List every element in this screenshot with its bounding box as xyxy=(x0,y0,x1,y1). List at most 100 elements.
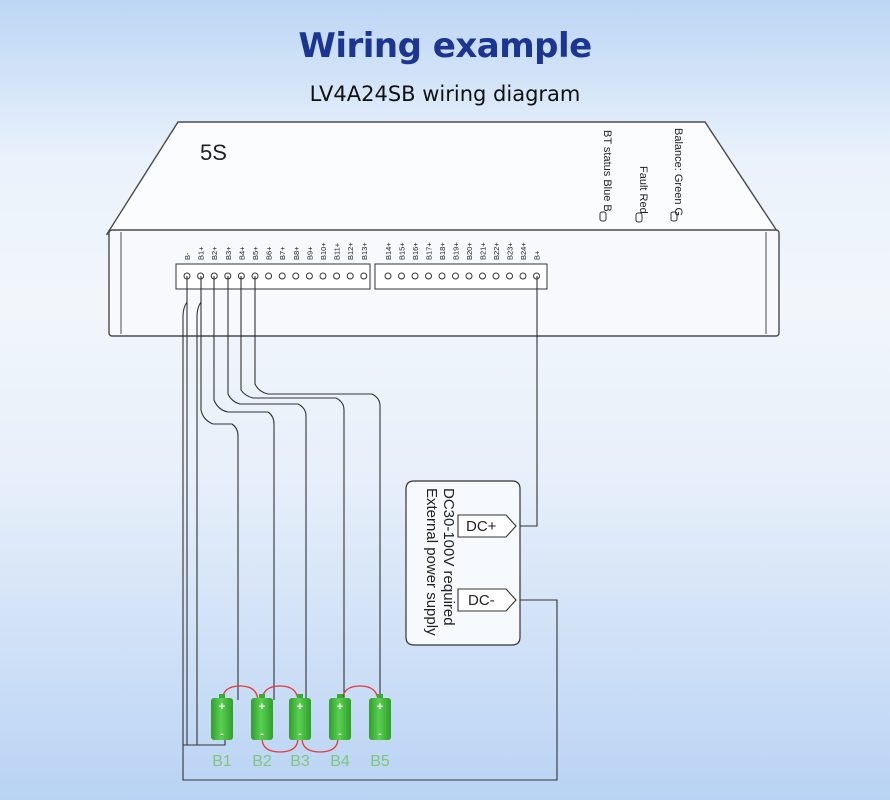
terminal-right-hole-10 xyxy=(519,272,527,280)
indicator-balance: Balance: Green G xyxy=(672,128,684,216)
indicator-balance-label: Balance: Green G xyxy=(672,128,684,216)
terminal-left-label-0: B- xyxy=(183,252,192,260)
series-link-1b xyxy=(261,737,299,753)
terminals-left: B-B1+B2+B3+B4+B5+B6+B7+B8+B9+B10+B11+B12… xyxy=(183,242,369,280)
page-title: Wiring example xyxy=(298,26,592,66)
battery-body xyxy=(289,698,311,740)
dc-minus-label: DC- xyxy=(468,592,495,609)
terminal-left-label-3: B3+ xyxy=(224,246,233,260)
terminal-left-label-1: B1+ xyxy=(197,246,206,260)
terminal-right-label-0: B14+ xyxy=(384,242,393,260)
terminal-left-label-8: B8+ xyxy=(292,246,301,260)
dc-plus-terminal xyxy=(457,514,517,538)
indicator-balance-led xyxy=(670,211,678,222)
terminal-left-hole-7 xyxy=(278,272,286,280)
battery-plus-sign: + xyxy=(297,701,303,713)
wire-b5 xyxy=(254,276,381,700)
battery-minus-sign: - xyxy=(298,728,302,740)
terminal-left-label-6: B6+ xyxy=(265,246,274,260)
battery-terminal-cap xyxy=(297,694,303,699)
battery-body xyxy=(329,698,351,740)
terminal-right-hole-7 xyxy=(479,272,486,280)
battery-terminal-cap xyxy=(219,694,225,699)
battery-label: B3 xyxy=(290,753,310,770)
terminal-left-label-9: B9+ xyxy=(305,246,314,260)
terminal-right-hole-0 xyxy=(384,272,392,280)
terminal-right-label-6: B20+ xyxy=(465,242,474,260)
terminals-right: B14+B15+B16+B17+B18+B19+B20+B21+B22+B23+… xyxy=(384,242,542,280)
power-supply-label-1: External power supply xyxy=(423,488,440,636)
cell-count-label: 5S xyxy=(200,140,227,165)
indicator-fault-label: Fault Red xyxy=(637,166,649,214)
battery-b5: + - B5 xyxy=(369,694,391,770)
balance-wires xyxy=(182,276,381,746)
terminal-right-hole-6 xyxy=(465,272,473,280)
terminal-left-label-10: B10+ xyxy=(319,242,328,260)
terminal-right-label-2: B16+ xyxy=(411,242,420,260)
indicator-bt-label: BT status Blue B xyxy=(601,130,613,212)
terminal-right-label-9: B23+ xyxy=(506,242,515,260)
terminal-left-hole-11 xyxy=(333,272,341,280)
terminal-left-label-12: B12+ xyxy=(346,242,355,260)
terminal-right-label-4: B18+ xyxy=(438,242,447,260)
battery-terminal-cap xyxy=(259,694,265,699)
terminal-left-hole-8 xyxy=(292,272,300,280)
terminal-right-hole-9 xyxy=(506,272,513,280)
power-supply-label-2: DC30-100V required xyxy=(440,488,457,626)
terminal-left-label-4: B4+ xyxy=(237,246,246,260)
battery-minus-sign: - xyxy=(220,728,224,740)
battery-plus-sign: + xyxy=(259,701,265,713)
wire-b1-route xyxy=(200,302,239,700)
battery-terminal-cap xyxy=(377,694,383,699)
terminal-right-hole-8 xyxy=(492,272,500,280)
battery-terminal-cap xyxy=(337,694,343,699)
battery-label: B5 xyxy=(370,753,390,770)
terminal-left-hole-10 xyxy=(319,272,327,280)
terminal-right-hole-4 xyxy=(438,272,446,280)
series-link-3 xyxy=(301,737,339,753)
battery-minus-sign: - xyxy=(338,728,342,740)
wire-b-minus xyxy=(182,276,226,746)
terminal-right-label-1: B15+ xyxy=(398,242,407,260)
wire-dc-minus-return xyxy=(182,599,558,781)
terminal-left-hole-13 xyxy=(360,272,368,280)
battery-b4: + - B4 xyxy=(329,694,351,770)
terminal-left-hole-6 xyxy=(265,272,273,280)
wire-b4 xyxy=(240,276,345,700)
terminal-left-label-13: B13+ xyxy=(360,242,369,260)
terminal-right-label-10: B24+ xyxy=(519,242,528,260)
series-link-4 xyxy=(341,685,379,703)
terminal-right-hole-1 xyxy=(398,272,405,280)
terminal-right-label-5: B19+ xyxy=(452,242,461,260)
wire-b2 xyxy=(213,276,275,700)
indicator-fault-led xyxy=(635,212,643,223)
battery-label: B1 xyxy=(212,753,232,770)
battery-plus-sign: + xyxy=(337,701,343,713)
terminal-right-hole-5 xyxy=(452,272,459,280)
power-supply-text: External power supply DC30-100V required xyxy=(423,488,457,636)
battery-plus-sign: + xyxy=(377,701,383,713)
battery-body xyxy=(251,698,273,740)
battery-label: B4 xyxy=(330,753,350,770)
battery-body xyxy=(369,698,391,740)
terminal-right-hole-3 xyxy=(425,272,432,280)
wire-b1 xyxy=(196,276,202,745)
battery-row: +-B1+-B2+-B3+-B4+-B5 xyxy=(211,694,391,770)
wire-b3 xyxy=(227,276,307,700)
battery-plus-sign: + xyxy=(219,701,225,713)
terminal-right-hole-2 xyxy=(411,272,419,280)
terminal-right-label-11: B+ xyxy=(533,250,542,260)
dc-minus-terminal xyxy=(457,588,517,612)
terminal-block-left xyxy=(175,263,371,290)
terminal-right-label-3: B17+ xyxy=(425,242,434,260)
series-links xyxy=(221,685,379,753)
battery-minus-sign: - xyxy=(378,728,382,740)
battery-minus-sign: - xyxy=(260,728,264,740)
terminal-left-label-5: B5+ xyxy=(251,246,260,260)
battery-body xyxy=(211,698,233,740)
indicator-bt-led xyxy=(599,211,607,222)
terminal-right-label-7: B21+ xyxy=(479,242,488,260)
terminal-left-label-11: B11+ xyxy=(333,242,342,260)
page-subtitle: LV4A24SB wiring diagram xyxy=(309,82,581,106)
